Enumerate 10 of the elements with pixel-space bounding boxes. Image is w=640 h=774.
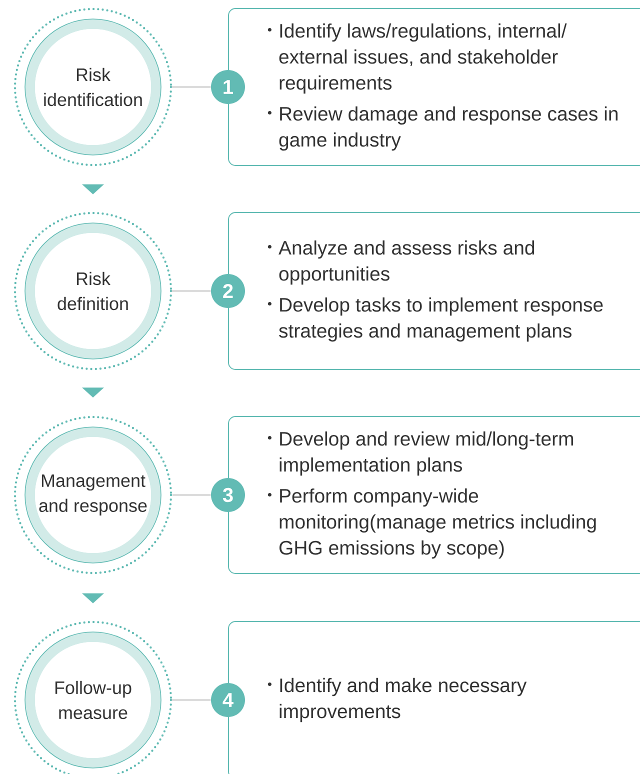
step-number: 2: [211, 274, 245, 308]
connector-line: [172, 494, 212, 496]
connector-line: [171, 86, 212, 88]
down-arrow: [82, 184, 104, 194]
step-number: 3: [211, 478, 245, 512]
step-number: 1: [211, 70, 245, 104]
step-number: 4: [211, 683, 245, 717]
down-arrow: [82, 388, 104, 398]
down-arrow: [82, 593, 104, 604]
connector-line: [171, 290, 212, 292]
